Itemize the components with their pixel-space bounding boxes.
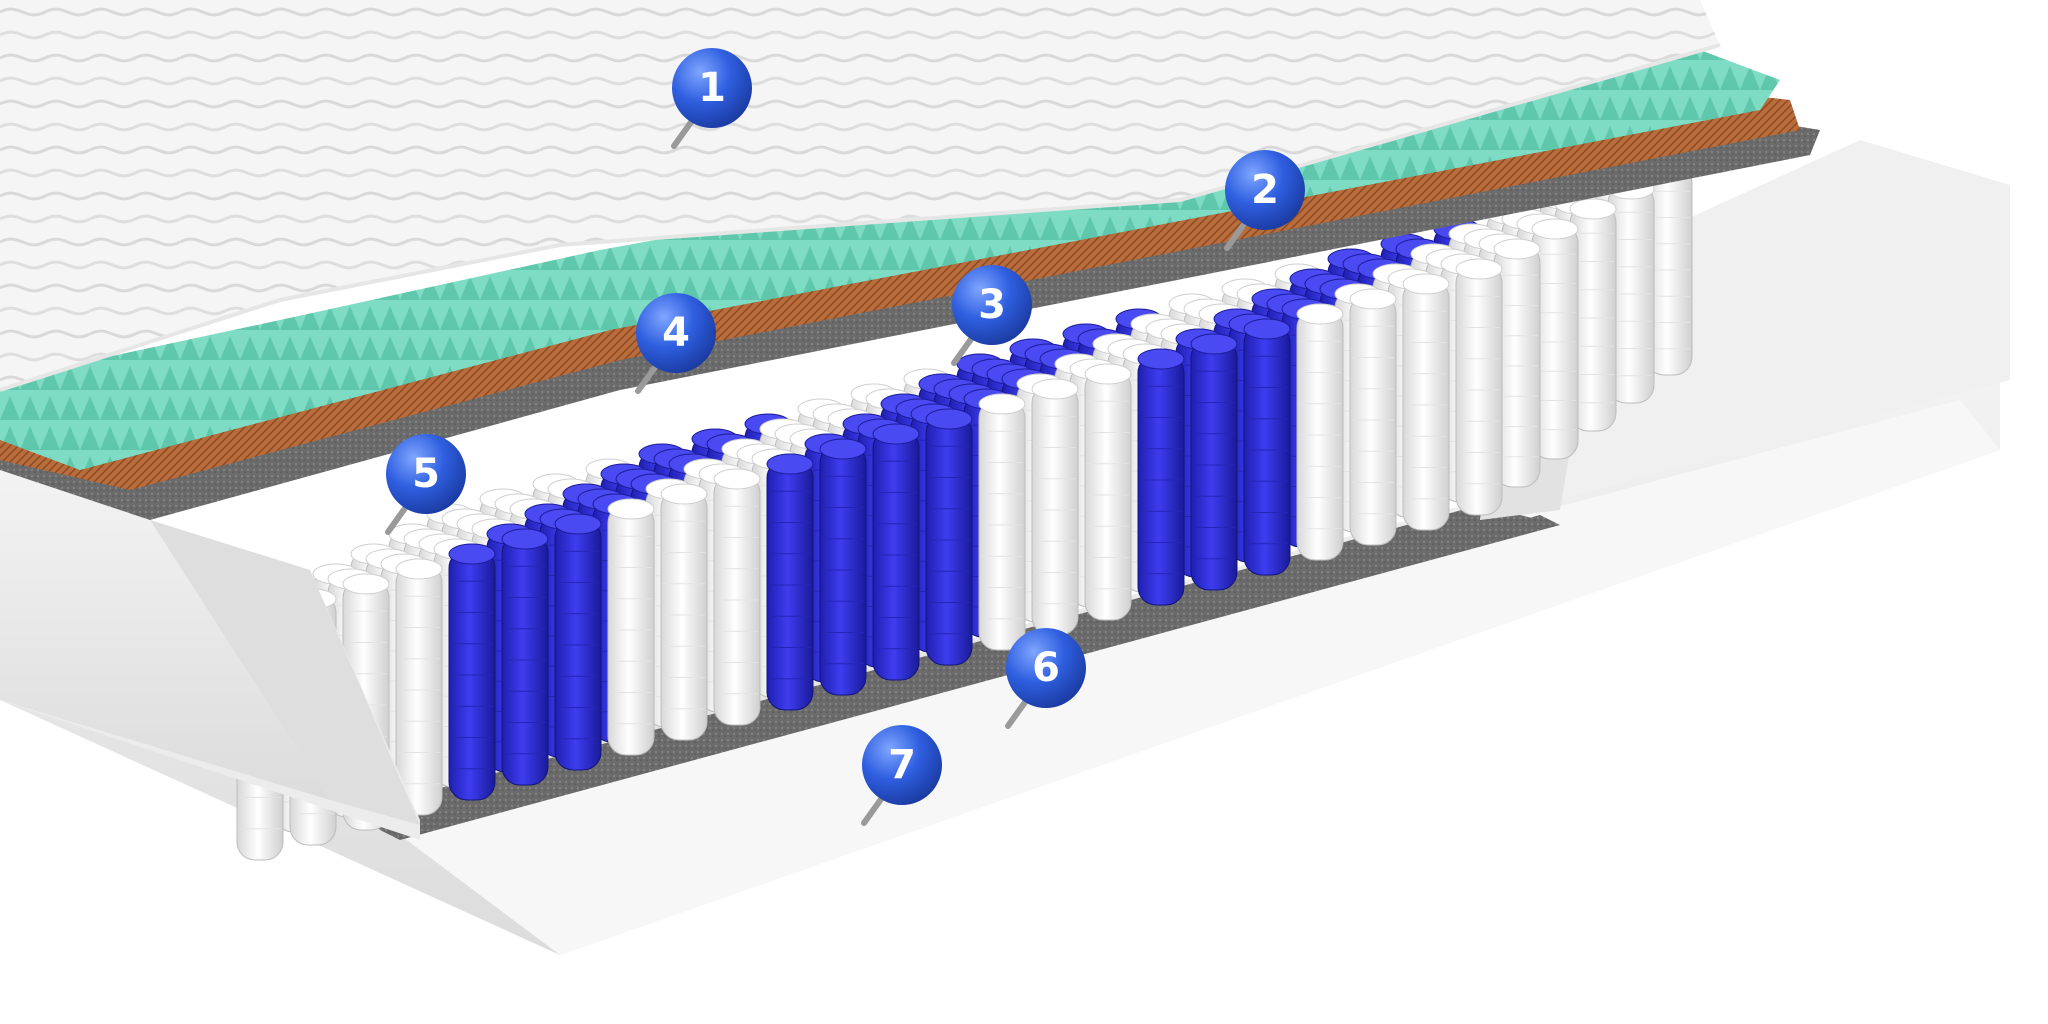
pocket-spring xyxy=(555,514,601,770)
marker-label: 1 xyxy=(698,65,726,111)
pocket-spring xyxy=(1403,274,1449,530)
pocket-spring xyxy=(1138,349,1184,605)
pocket-spring xyxy=(1244,319,1290,575)
pocket-spring xyxy=(1297,304,1343,560)
marker-label: 3 xyxy=(978,282,1006,328)
pocket-spring xyxy=(449,544,495,800)
pocket-spring xyxy=(396,559,442,815)
pocket-spring xyxy=(873,424,919,680)
pocket-spring xyxy=(608,499,654,755)
marker-label: 7 xyxy=(888,742,916,788)
pocket-spring xyxy=(661,484,707,740)
pocket-spring xyxy=(1350,289,1396,545)
marker-label: 5 xyxy=(412,451,440,497)
marker-label: 4 xyxy=(662,310,690,356)
pocket-spring xyxy=(1191,334,1237,590)
pocket-spring xyxy=(1456,259,1502,515)
pocket-spring xyxy=(767,454,813,710)
pocket-spring xyxy=(1032,379,1078,635)
pocket-spring xyxy=(502,529,548,785)
marker-label: 2 xyxy=(1251,167,1279,213)
pocket-spring xyxy=(820,439,866,695)
pocket-spring xyxy=(714,469,760,725)
pocket-spring xyxy=(979,394,1025,650)
pocket-spring xyxy=(1085,364,1131,620)
marker-label: 6 xyxy=(1032,645,1060,691)
pocket-spring xyxy=(926,409,972,665)
